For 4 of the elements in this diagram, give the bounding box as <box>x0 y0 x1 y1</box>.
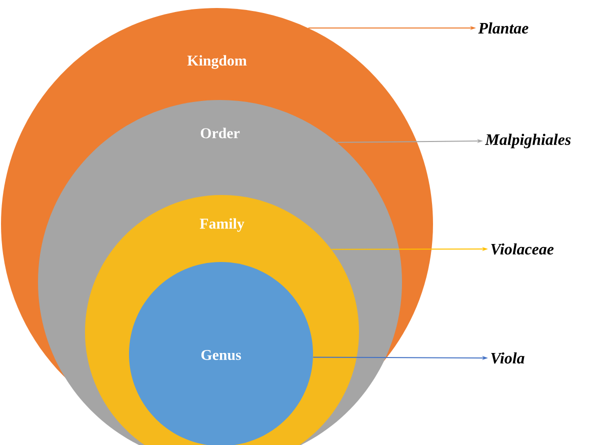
taxon-label: Plantae <box>478 22 528 34</box>
taxon-label: Viola <box>491 352 524 364</box>
taxon-label: Malpighiales <box>485 134 571 148</box>
taxon-label: Violaceae <box>491 243 554 255</box>
